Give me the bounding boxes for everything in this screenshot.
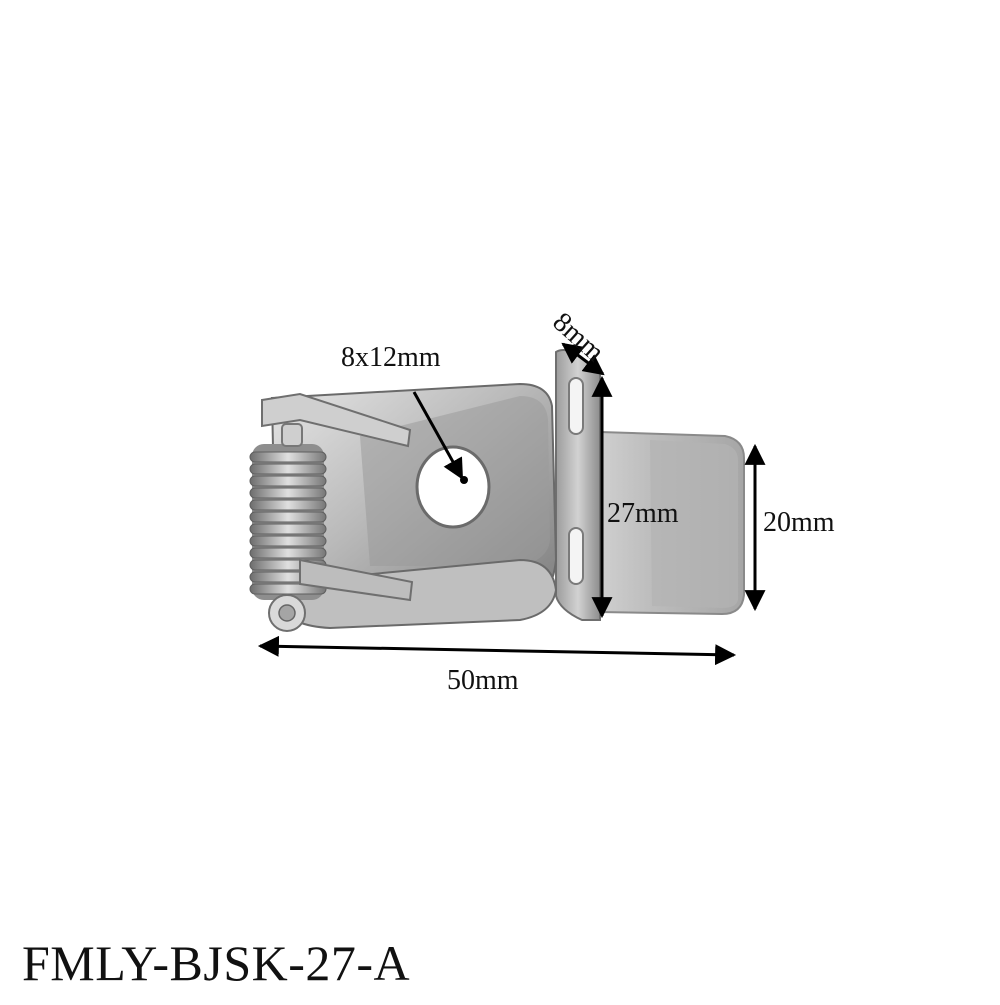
vertical-flange bbox=[555, 349, 601, 621]
hole-leader-line bbox=[412, 391, 464, 480]
spring-coil bbox=[249, 463, 327, 475]
spring-coil bbox=[249, 547, 327, 559]
spring-coil bbox=[249, 583, 327, 595]
spring-coil bbox=[249, 523, 327, 535]
length-label: 50mm bbox=[447, 665, 519, 696]
mounting-tab bbox=[599, 430, 745, 616]
width-dimension-line bbox=[561, 342, 605, 376]
spring-coil bbox=[249, 499, 327, 511]
mounting-hole bbox=[415, 445, 491, 529]
spring-coil bbox=[249, 451, 327, 463]
spring-coil bbox=[249, 487, 327, 499]
dimension-annotations bbox=[257, 342, 766, 666]
bracket-height-label: 27mm bbox=[607, 498, 679, 529]
length-dimension-line bbox=[257, 635, 737, 666]
spring-coil bbox=[249, 511, 327, 523]
tab-height-label: 20mm bbox=[763, 507, 835, 538]
lever-plate bbox=[270, 382, 558, 630]
hole-size-label: 8x12mm bbox=[341, 342, 441, 373]
torsion-spring bbox=[249, 392, 414, 632]
model-code: FMLY-BJSK-27-A bbox=[22, 935, 411, 991]
spring-coil bbox=[249, 475, 327, 487]
spring-coil bbox=[249, 535, 327, 547]
